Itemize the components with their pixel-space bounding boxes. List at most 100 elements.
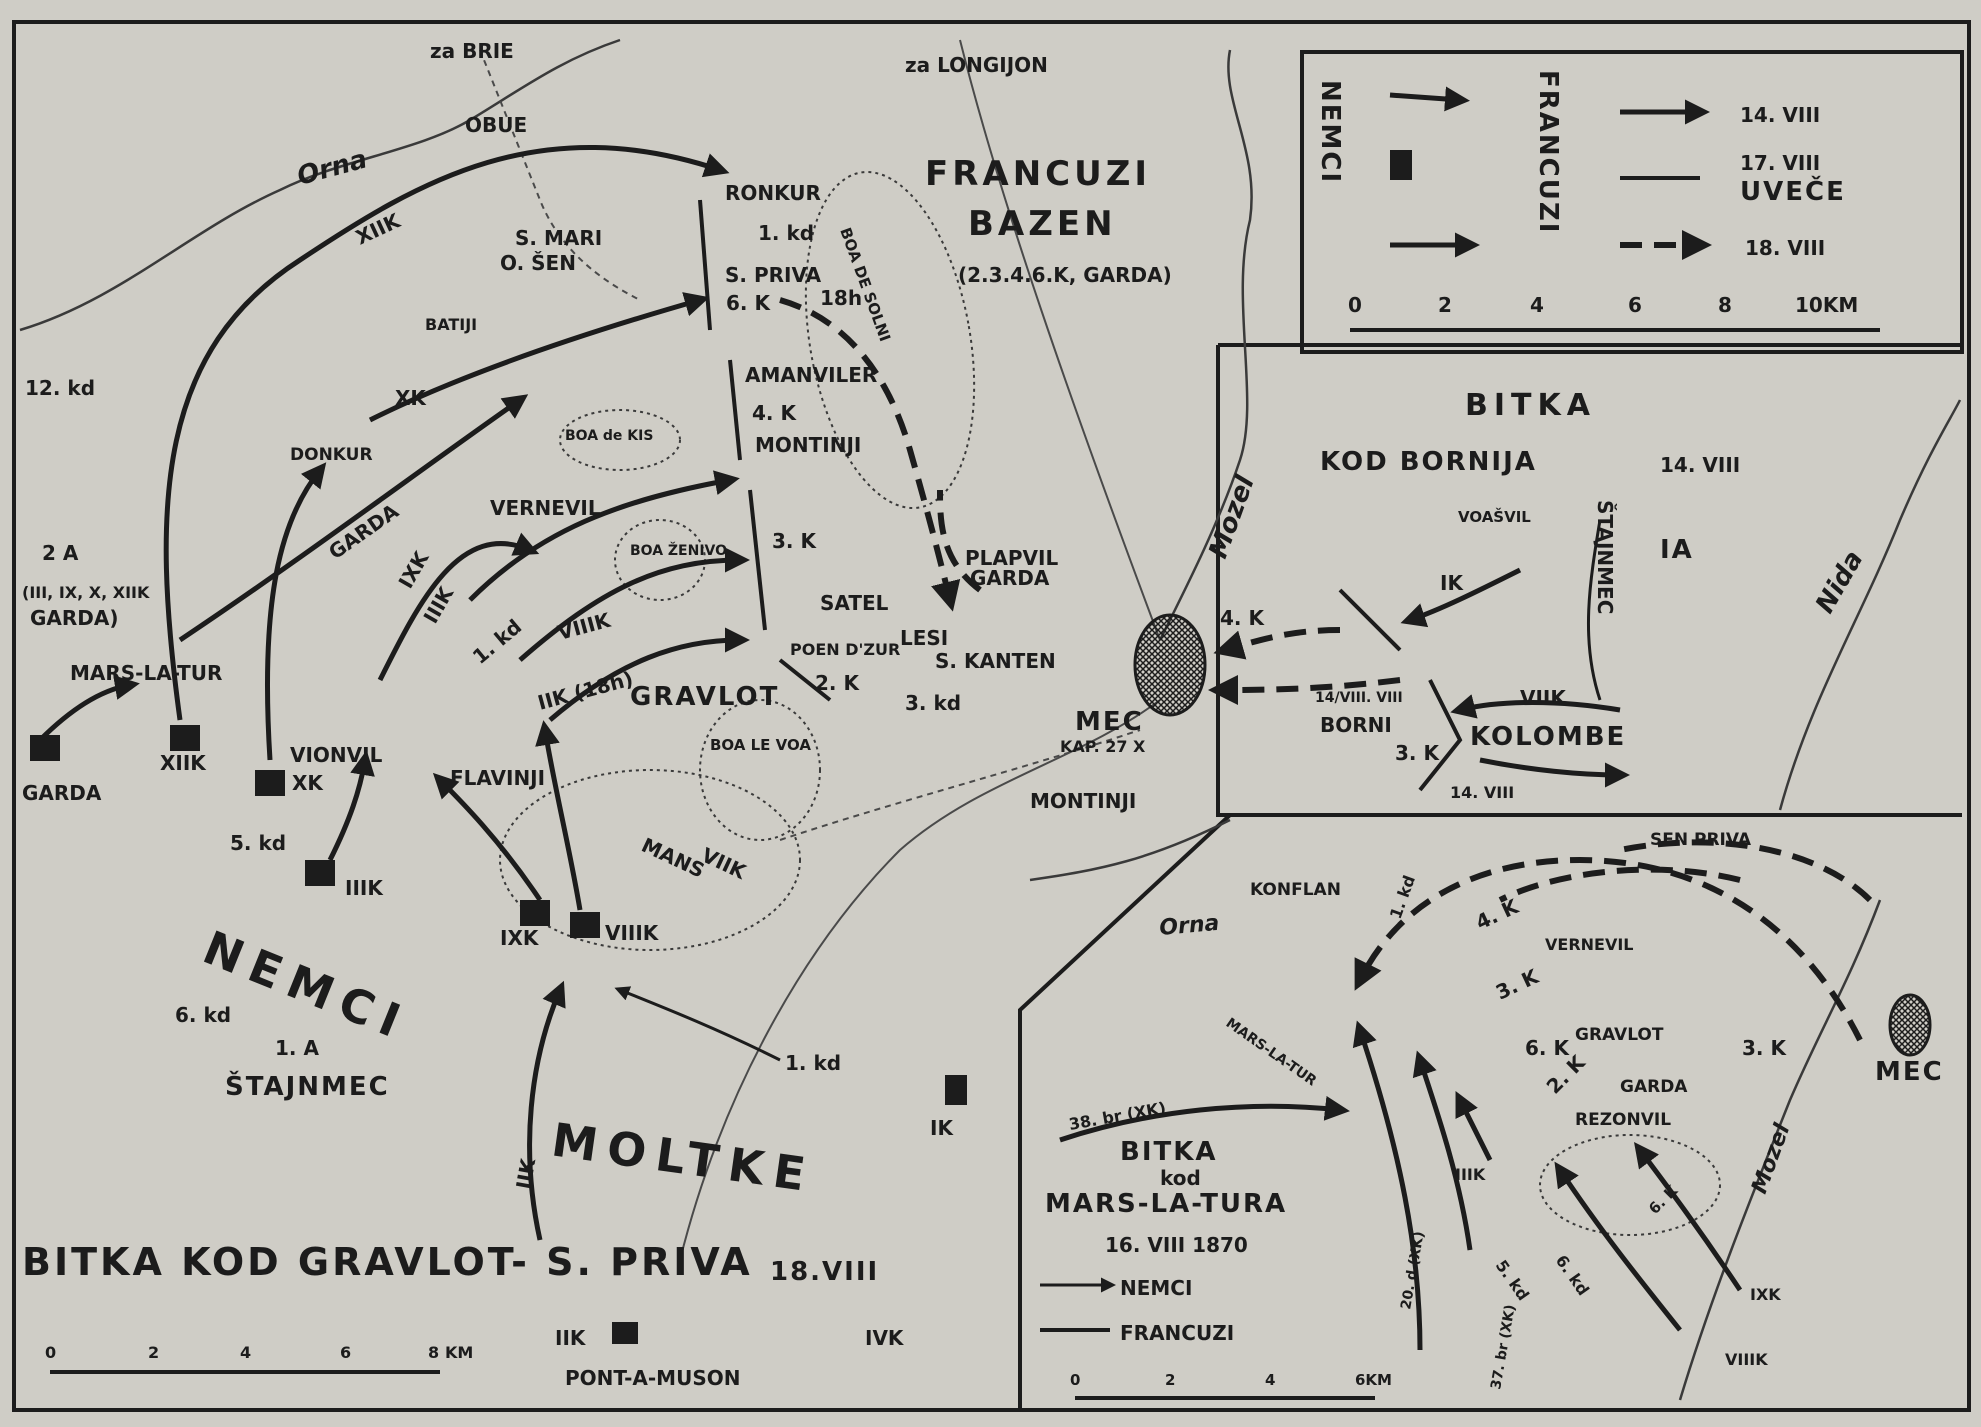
place-o-sen: O. ŠEN	[500, 251, 576, 275]
mars-6k: 6. K	[1525, 1036, 1570, 1060]
unit-xiik-symbol	[170, 725, 200, 751]
main-scale-tick-8: 8	[428, 1343, 439, 1362]
unit-4k-label: 4. K	[752, 401, 797, 425]
mars-title-3: MARS-LA-TURA	[1045, 1189, 1287, 1219]
main-scale-tick-4: 4	[240, 1343, 251, 1362]
unit-viiik-label: VIIIK	[605, 921, 660, 945]
main-scale-tick-2: 2	[148, 1343, 159, 1362]
unit-6k-label: 6. K	[726, 291, 771, 315]
place-boa-zenivo: BOA ŽENIVO	[630, 542, 727, 559]
river-mozel-inset	[1678, 899, 1882, 1401]
borni-stajnmec: ŠTAJNMEC	[1593, 500, 1617, 614]
arrow-mars-ixk	[1634, 1141, 1743, 1292]
label-2a-garda: GARDA)	[30, 606, 119, 630]
arrow-viiik-2	[518, 547, 750, 662]
arrow-ixk-2	[432, 772, 543, 902]
river-nida-line	[1778, 399, 1962, 811]
place-za-brie: za BRIE	[430, 39, 514, 63]
unit-6kd-label: 6. kd	[175, 1003, 231, 1027]
unit-ivk-label: IVK	[865, 1326, 905, 1350]
mars-title-2: kod	[1160, 1166, 1201, 1190]
legend-scale-10km: 10KM	[1795, 293, 1858, 317]
place-s-kanten: S. KANTEN	[935, 649, 1056, 673]
arrow-xiik	[163, 144, 730, 721]
forest-boa-de-kis	[559, 409, 681, 471]
unit-iiik-symbol	[305, 860, 335, 886]
legend-row-17viii: 17. VIII	[1740, 151, 1820, 175]
unit-iik-move-label: IIK	[511, 1155, 540, 1191]
arrow-borni-viik	[1450, 694, 1621, 719]
place-pont-a-muson: PONT-A-MUSON	[565, 1366, 740, 1390]
place-batiji: BATIJI	[425, 315, 477, 334]
place-vernevil: VERNEVIL	[490, 496, 601, 520]
railway-montinji	[779, 729, 1141, 841]
legend-scale-4: 4	[1530, 293, 1544, 317]
label-francuzi: FRANCUZI	[925, 154, 1151, 194]
mars-mec: MEC	[1875, 1057, 1944, 1087]
french-line-3k	[748, 489, 767, 631]
legend-label-nemci: NEMCI	[1315, 80, 1345, 184]
place-boa-de-kis: BOA de KIS	[565, 428, 653, 444]
mars-iiik: IIIK	[1455, 1165, 1486, 1184]
unit-18h-label: 18h	[820, 286, 862, 310]
french-line-montinji	[728, 359, 742, 461]
unit-ik-label: IK	[930, 1116, 954, 1140]
label-bazen: BAZEN	[968, 204, 1117, 244]
legend-row-18viii: 18. VIII	[1745, 236, 1825, 260]
inset-mars-frame	[1018, 813, 1232, 1410]
unit-garda-label: GARDA	[22, 781, 102, 805]
place-donkur: DONKUR	[290, 445, 373, 465]
unit-xk-north-label: XK	[395, 386, 427, 410]
mars-legend-francuzi: FRANCUZI	[1120, 1321, 1234, 1345]
label-french-units: (2.3.4.6.K, GARDA)	[958, 263, 1172, 287]
unit-5kd-label: 5. kd	[230, 831, 286, 855]
unit-3k-label: 3. K	[772, 529, 817, 553]
place-za-longijon: za LONGIJON	[905, 53, 1048, 77]
place-mec: MEC	[1075, 707, 1144, 737]
mars-garda: GARDA	[1620, 1077, 1688, 1097]
arrow-borni-ik	[1400, 567, 1522, 628]
arrow-1kd-south	[614, 986, 781, 1062]
place-poen-dzur: POEN D'ZUR	[790, 640, 900, 659]
unit-1kd-south-label: 1. kd	[785, 1051, 841, 1075]
borni-viik: VIIK	[1520, 686, 1567, 710]
mars-date: 16. VIII 1870	[1105, 1233, 1248, 1257]
arrow-mars-20d	[1352, 1020, 1423, 1351]
unit-12kd-label: 12. kd	[25, 376, 95, 400]
arrow-borni-4k	[1213, 627, 1341, 660]
unit-viiik-symbol	[570, 912, 600, 938]
legend-scale-8: 8	[1718, 293, 1732, 317]
mars-sen-priva: SEN PRIVA	[1650, 830, 1752, 850]
arrow-iik-18h	[548, 627, 750, 722]
borni-title-1: BITKA	[1465, 388, 1596, 423]
mars-ixk: IXK	[1750, 1285, 1781, 1304]
unit-iik-south-label: IIK	[555, 1326, 587, 1350]
main-map-date: 18.VIII	[770, 1257, 879, 1287]
river-orna-inset	[1029, 818, 1231, 882]
place-montinji: MONTINJI	[755, 433, 861, 457]
unit-3kd-label: 3. kd	[905, 691, 961, 715]
arrow-french-plapvil	[937, 489, 982, 593]
legend-german-arrow-icon	[1389, 86, 1470, 112]
arrow-french-18viii	[779, 297, 961, 612]
mars-scale-6km: 6KM	[1355, 1371, 1392, 1389]
unit-xk-label: XK	[292, 771, 324, 795]
railway-north	[479, 49, 641, 301]
label-2a-units: (III, IX, X, XIIK	[22, 583, 150, 602]
legend-label-francuzi: FRANCUZI	[1533, 70, 1563, 234]
borni-title-2: KOD BORNIJA	[1320, 447, 1537, 477]
forest-boa-le-voa	[699, 699, 821, 841]
road-longijon	[959, 39, 1161, 641]
arrow-mars-5kd	[1412, 1050, 1473, 1251]
legend-germans-vertical: NEMCI	[1315, 80, 1345, 184]
borni-4k: 4. K	[1220, 606, 1265, 630]
mars-rezonvil: REZONVIL	[1575, 1110, 1671, 1130]
unit-iiik-label: IIIK	[345, 876, 384, 900]
unit-garda-symbol	[30, 735, 60, 761]
place-montinji-south: MONTINJI	[1030, 789, 1136, 813]
borni-borni: BORNI	[1320, 713, 1392, 737]
mars-river-orna: Orna	[1158, 911, 1220, 941]
arrow-mars-loop	[1619, 839, 1873, 903]
place-mars-la-tur: MARS-LA-TUR	[70, 661, 222, 685]
